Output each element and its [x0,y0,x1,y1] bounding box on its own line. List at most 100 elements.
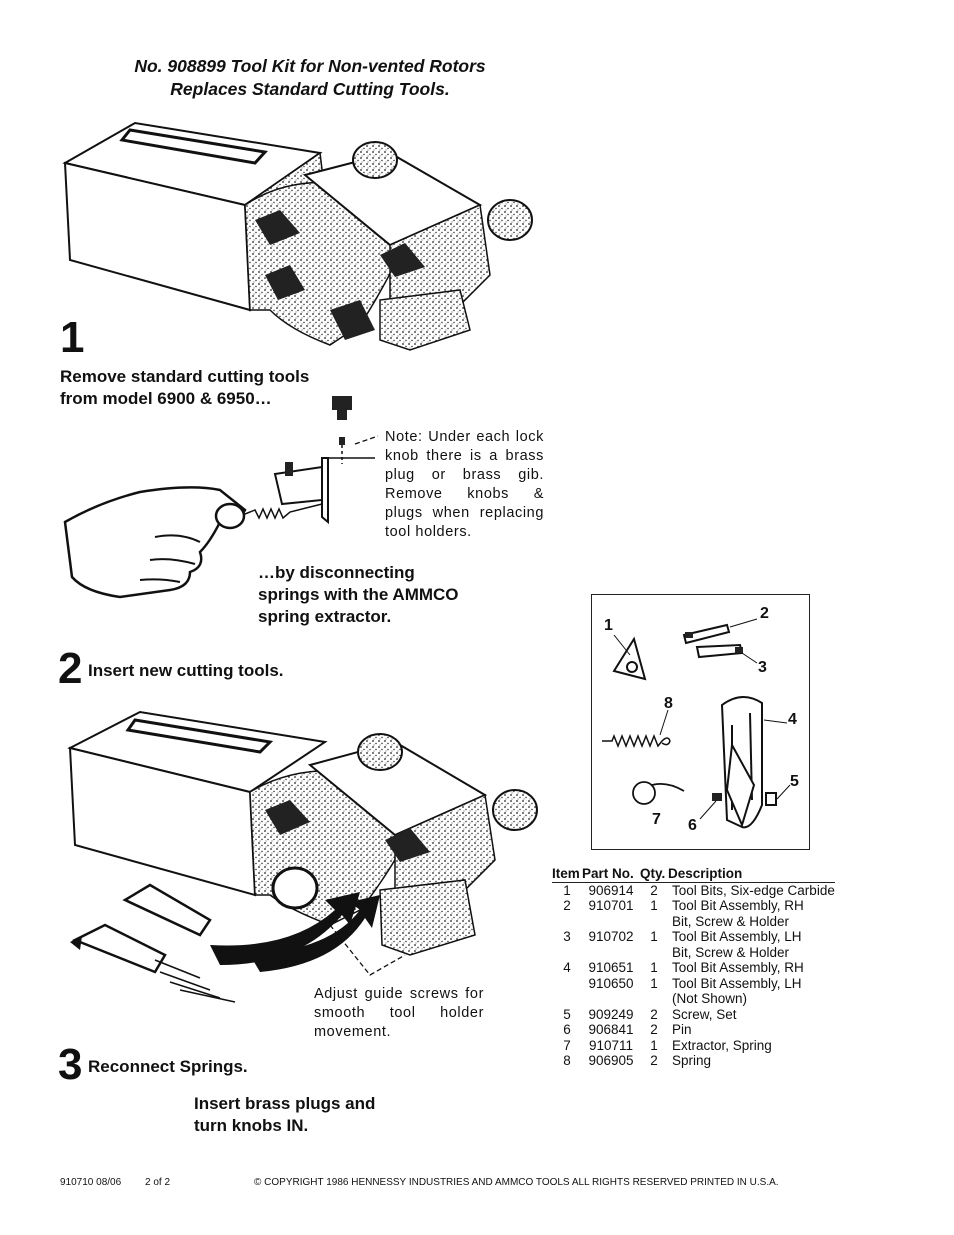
cell-qty [640,914,668,930]
cell-item: 2 [563,898,571,913]
table-row: 4 910651 1 Tool Bit Assembly, RH [552,960,835,976]
step-2-number: 2 [58,644,83,693]
cell-item [552,991,582,1007]
cell-description: Extractor, Spring [672,1037,772,1053]
step-1-heading-line-2: from model 6900 & 6950… [60,389,272,408]
step-1-sub-line-1: …by disconnecting [258,563,415,582]
table-row: 2 910701 1 Tool Bit Assembly, RH [552,898,835,914]
cell-description: Tool Bits, Six-edge Carbide [672,882,835,898]
cell-description: Tool Bit Assembly, RH [672,960,804,975]
parts-exploded-diagram [602,618,791,829]
step-1-heading: Remove standard cutting tools from model… [60,366,309,410]
header-item: Item [552,866,582,883]
step-1-heading-line-1: Remove standard cutting tools [60,367,310,386]
table-row: 6 906841 2 Pin [552,1022,835,1038]
cell-description: Spring [672,1053,712,1068]
step-2-note: Adjust guide screws for smooth tool hold… [314,986,484,1040]
footer-copyright: © COPYRIGHT 1986 HENNESSY INDUSTRIES AND… [254,1177,779,1188]
cell-item: 4 [563,960,571,975]
cell-qty: 2 [650,1006,658,1022]
callout-8: 8 [664,695,673,712]
step-3-subheading: Insert brass plugs and turn knobs IN. [194,1093,375,1137]
cell-item: 6 [563,1022,571,1037]
cell-description: Bit, Screw & Holder [672,913,790,929]
cell-part-no [582,914,640,930]
cell-qty: 1 [650,960,658,975]
callout-2: 2 [760,605,769,622]
table-row: 3 910702 1 Tool Bit Assembly, LH [552,929,835,945]
cell-part-no: 910702 [588,929,634,944]
cell-description: Pin [672,1022,692,1037]
cell-qty: 2 [650,1053,658,1068]
cell-qty [640,991,668,1007]
cell-part-no: 910651 [588,960,634,975]
cell-part-no: 910650 [588,975,634,991]
table-row: Bit, Screw & Holder [552,945,835,961]
step-3-sub-line-1: Insert brass plugs and [194,1094,376,1113]
tool-assembly-illustration-1 [62,121,533,351]
cell-qty: 1 [650,929,658,944]
parts-table-header: Item Part No. Qty. Description [552,866,835,883]
cell-part-no: 906905 [588,1053,634,1068]
cell-item [552,945,582,961]
header-qty: Qty. [640,866,668,883]
cell-item: 7 [563,1037,571,1053]
step-3-heading: Reconnect Springs. [88,1057,248,1076]
step-3-number: 3 [58,1040,83,1089]
table-row: 7 910711 1 Extractor, Spring [552,1038,835,1054]
title-line-1: No. 908899 Tool Kit for Non-vented Rotor… [134,56,486,76]
hand-spring-extractor-illustration [63,396,379,599]
callout-7: 7 [652,811,661,828]
cell-description: Screw, Set [672,1006,737,1022]
cell-qty: 1 [650,975,658,991]
cell-part-no: 909249 [588,1006,634,1022]
cell-qty: 2 [650,1022,658,1037]
cell-item: 3 [563,929,571,944]
callout-5: 5 [790,773,799,790]
cell-part-no: 906841 [588,1022,634,1037]
callout-1: 1 [604,617,613,634]
parts-diagram-box: 1 2 3 4 5 6 7 8 [591,594,810,850]
cell-description: Tool Bit Assembly, LH [672,975,802,991]
callout-6: 6 [688,817,697,834]
table-row: (Not Shown) [552,991,835,1007]
cell-description: (Not Shown) [672,991,748,1006]
title-line-2: Replaces Standard Cutting Tools. [170,79,450,99]
header-part-no: Part No. [582,866,640,883]
cell-item: 5 [563,1006,571,1022]
step-1-sub-line-3: spring extractor. [258,607,392,626]
table-row: 5 909249 2 Screw, Set [552,1007,835,1023]
document-title: No. 908899 Tool Kit for Non-vented Rotor… [100,55,520,101]
footer-doc-number: 910710 08/06 [60,1177,122,1188]
table-row: 8 906905 2 Spring [552,1053,835,1069]
step-3-sub-line-2: turn knobs IN. [194,1116,309,1135]
callout-4: 4 [788,711,797,728]
cell-description: Bit, Screw & Holder [672,944,790,960]
cell-description: Tool Bit Assembly, RH [672,898,804,913]
step-1-number: 1 [60,313,85,362]
callout-3: 3 [758,659,767,676]
cell-part-no: 910711 [588,1037,634,1053]
cell-part-no: 910701 [588,898,634,913]
cell-part-no [582,945,640,961]
cell-item [552,914,582,930]
footer-page-number: 2 of 2 [145,1177,171,1188]
table-row: 910650 1 Tool Bit Assembly, LH [552,976,835,992]
cell-qty: 1 [650,1037,658,1053]
step-1-subheading: …by disconnecting springs with the AMMCO… [258,562,459,628]
cell-item [552,976,582,992]
cell-qty: 2 [650,882,658,898]
table-row: Bit, Screw & Holder [552,914,835,930]
header-description: Description [668,866,835,883]
cell-item: 8 [563,1053,571,1068]
step-2-heading: Insert new cutting tools. [88,661,284,680]
cell-item: 1 [563,882,571,898]
cell-description: Tool Bit Assembly, LH [672,929,802,944]
cell-qty [640,945,668,961]
cell-qty: 1 [650,898,658,913]
cell-part-no [582,991,640,1007]
tool-assembly-illustration-2 [67,710,538,1003]
step-1-note: Note: Under each lock knob there is a br… [385,429,544,540]
